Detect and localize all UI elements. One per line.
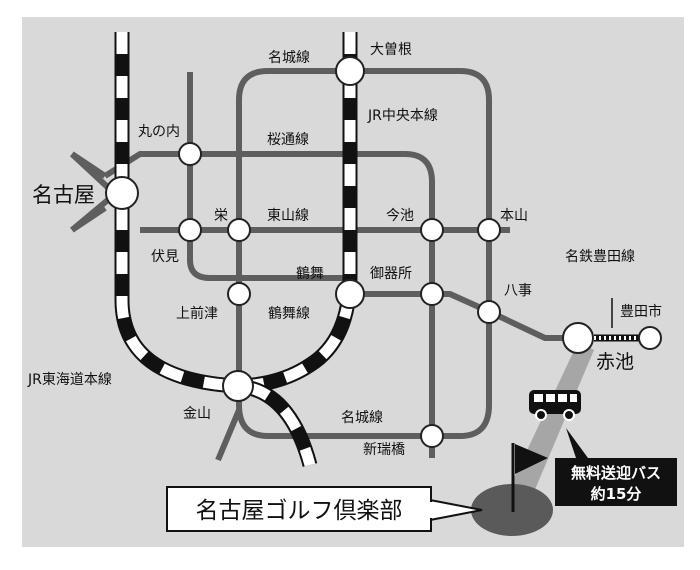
station-kamimaezu[interactable] [227,282,251,306]
flag-icon [511,443,548,512]
station-label-kamimaezu: 上前津 [176,305,218,322]
shuttle-label: 無料送迎バス 約15分 [555,428,677,506]
station-label-motoyama: 本山 [500,208,528,224]
destination-label: 名古屋ゴルフ倶楽部 [196,498,403,524]
line-label-tsurumai: 鶴舞線 [268,305,310,322]
station-label-imaike: 今池 [386,208,414,224]
station-gokiso[interactable] [420,282,444,306]
meijo-line [236,68,492,439]
station-label-tsurumai: 鶴舞 [296,265,324,282]
line-label-meitetsu-toyota: 名鉄豊田線 [565,249,635,265]
station-labels: 名古屋 大曽根 丸の内 栄 伏見 今池 本山 鶴舞 御器所 上前津 八事 金山 … [32,42,662,458]
station-label-ozone: 大曽根 [370,42,412,58]
bus-icon [529,390,581,421]
station-fushimi[interactable] [178,218,202,242]
line-label-sakura-dori: 桜通線 [267,132,309,148]
station-nagoya[interactable] [105,176,139,210]
shuttle-line1: 無料送迎バス [571,464,661,482]
station-toyotashi[interactable] [638,326,662,350]
line-label-jr-chuo: JR中央本線 [367,108,438,124]
station-label-aratamabashi: 新瑞橋 [363,442,405,458]
station-sakae[interactable] [227,218,251,242]
station-ozone[interactable] [335,56,365,86]
line-label-meijo-south: 名城線 [341,410,383,426]
destination-callout[interactable]: 名古屋ゴルフ倶楽部 [166,486,483,532]
station-label-toyotashi: 豊田市 [620,303,662,320]
station-label-gokiso: 御器所 [370,266,412,282]
station-kanayama[interactable] [222,370,254,402]
station-tsurumai[interactable] [335,279,365,309]
line-label-higashiyama: 東山線 [267,208,309,224]
stations [105,56,662,448]
station-label-sakae: 栄 [214,208,228,224]
station-label-akaike: 赤池 [596,351,634,373]
line-label-meijo: 名城線 [268,50,310,66]
subway-lines [69,68,578,462]
station-imaike[interactable] [420,218,444,242]
station-yagoto[interactable] [477,300,501,324]
station-label-kanayama: 金山 [183,406,211,422]
meijo-branch-line [215,408,242,462]
station-label-marunouchi: 丸の内 [138,124,180,140]
bus-route-band [498,342,594,525]
station-marunouchi[interactable] [178,142,202,166]
station-label-fushimi: 伏見 [151,249,179,265]
station-label-yagoto: 八事 [504,283,532,299]
shuttle-line2: 約15分 [591,485,642,503]
station-akaike[interactable] [562,322,594,354]
station-label-nagoya: 名古屋 [32,183,95,207]
line-label-jr-tokaido: JR東海道本線 [27,372,112,388]
station-motoyama[interactable] [477,218,501,242]
station-aratamabashi[interactable] [420,424,444,448]
line-labels: 名城線 JR中央本線 桜通線 東山線 鶴舞線 JR東海道本線 名城線 名鉄豊田線 [27,50,635,426]
